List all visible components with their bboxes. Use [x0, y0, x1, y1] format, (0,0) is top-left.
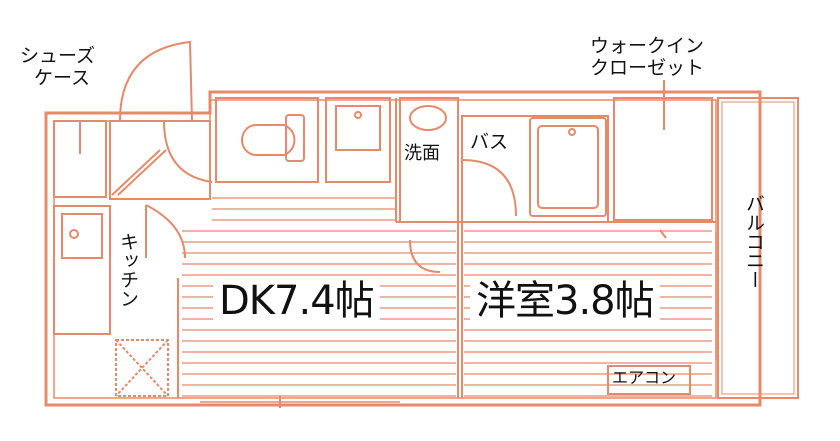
balcony [717, 97, 799, 399]
bathtub-inner [537, 125, 599, 209]
western-room-label: 洋室3.8帖 [470, 278, 660, 324]
walkin-label-2: クローゼット [590, 57, 705, 79]
toilet-room [215, 97, 319, 183]
bath-drain [568, 128, 576, 136]
shoe-case-label-2: ケース [34, 67, 91, 89]
closet-marker [659, 229, 667, 239]
toilet-door-swing [163, 120, 213, 183]
bath-label: バス [470, 131, 509, 153]
bath-room [461, 115, 609, 223]
kitchen-counter [53, 205, 111, 335]
entrance [109, 120, 211, 200]
washroom-label: 洗面 [404, 143, 440, 164]
wash-basin [409, 105, 447, 131]
dk-room-label: DK7.4帖 [213, 278, 380, 324]
fridge-cross [115, 339, 169, 397]
fridge-space [115, 339, 169, 397]
sink-drain [69, 229, 79, 239]
outer-wall [44, 90, 762, 407]
toilet-tank [285, 114, 305, 162]
inner-wall [53, 99, 717, 399]
aircon-box [607, 365, 691, 395]
aircon-label: エアコン [612, 368, 677, 387]
entrance-step [111, 149, 167, 196]
shoe-case-label-1: シューズ [20, 45, 96, 67]
bath-door-swing [461, 159, 517, 217]
drain [354, 111, 362, 119]
kitchen-door-swing [145, 204, 186, 259]
laundry-pan [335, 105, 381, 151]
balcony-inner [721, 101, 795, 395]
toilet [241, 124, 296, 156]
bathtub [529, 117, 607, 217]
walkin-label-1: ウォークイン [590, 35, 705, 57]
washroom-door-swing [405, 221, 458, 273]
balcony-label: バルコニー [743, 194, 765, 289]
laundry-space [325, 97, 391, 183]
entrance-door-swing [119, 40, 193, 122]
sink [61, 213, 103, 259]
kitchen-label: キッチン [117, 232, 139, 308]
